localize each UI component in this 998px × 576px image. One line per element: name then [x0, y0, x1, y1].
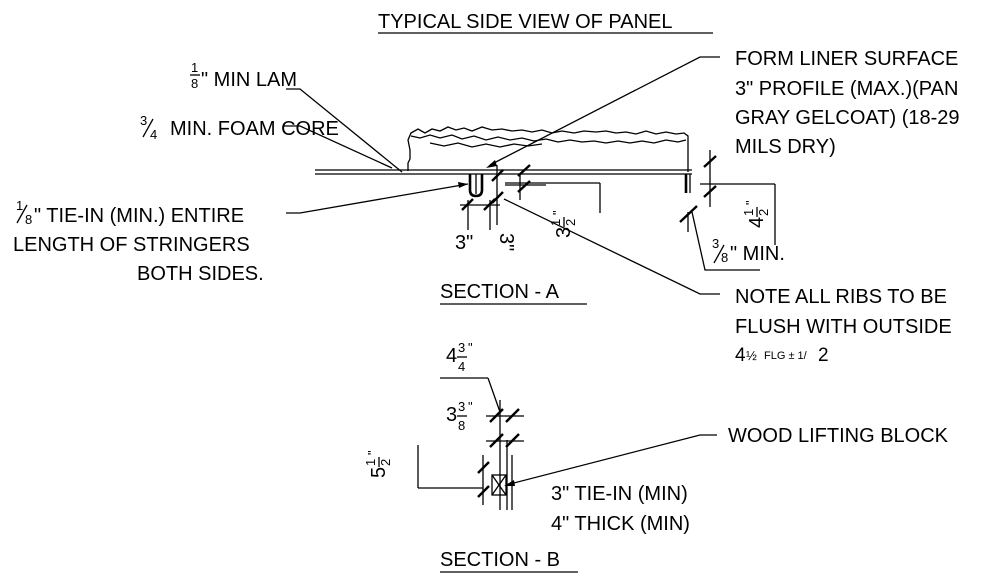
dim-3-1-2-num: 1 — [548, 219, 563, 226]
flg-end: 2 — [818, 345, 829, 366]
note-line-2: FLUSH WITH OUTSIDE — [735, 316, 952, 338]
wood-block-arrowhead — [504, 480, 515, 486]
wood-block-label: WOOD LIFTING BLOCK — [728, 425, 949, 447]
dim-5-1-2-den: 2 — [378, 459, 393, 466]
note-leader — [503, 198, 720, 295]
form-liner-leader — [489, 56, 720, 166]
dim-3-1-2-whole: 3 — [553, 227, 575, 238]
dim-3-3-8-den: 8 — [458, 418, 465, 433]
svg-text:": " — [468, 340, 473, 355]
svg-text:": " — [468, 399, 473, 414]
foam-core-fraction-den: 4 — [150, 127, 157, 142]
dim-4-3-4-den: 4 — [458, 359, 465, 374]
tie-in-line-2: LENGTH OF STRINGERS — [13, 234, 250, 256]
dim-3in-vertical: 3" — [495, 233, 517, 251]
tie-in-line-1: " TIE-IN (MIN.) ENTIRE — [34, 205, 244, 227]
dim-3-1-2-den: 2 — [563, 219, 578, 226]
dim-5-1-2-whole: 5 — [368, 467, 390, 478]
tie-in-fraction-num: 1 — [16, 198, 23, 213]
flg-whole: 4 — [735, 345, 746, 366]
dim-4-3-4-num: 3 — [458, 340, 465, 355]
min-lam-label: " MIN LAM — [201, 69, 297, 91]
min-lam-fraction-den: 8 — [191, 76, 198, 91]
dim-3in-horizontal: 3" — [455, 232, 473, 254]
svg-text:": " — [365, 450, 380, 455]
svg-text:": " — [550, 210, 565, 215]
dim-3-1-2: 3 1 2 " — [548, 210, 578, 238]
min-lam-fraction-num: 1 — [191, 60, 198, 75]
section-b-tie-in: 3" TIE-IN (MIN) — [551, 483, 688, 505]
dim-4-1-2-whole: 4 — [746, 217, 768, 228]
dim-4-1-2-den: 2 — [756, 209, 771, 216]
section-a-title: SECTION - A — [440, 281, 560, 303]
section-a-geometry — [315, 126, 692, 198]
form-liner-line-1: FORM LINER SURFACE — [735, 48, 958, 70]
dim-3-8-num: 3 — [712, 236, 719, 251]
tie-in-arrowhead — [458, 182, 468, 188]
dim-5-1-2-num: 1 — [363, 459, 378, 466]
tie-in-fraction-den: 8 — [25, 212, 32, 227]
form-liner-line-4: MILS DRY) — [735, 136, 836, 158]
section-b-geometry — [417, 377, 524, 510]
dim-5-1-2: 5 1 2 " — [363, 450, 393, 478]
foam-core-fraction-num: 3 — [140, 113, 147, 128]
dim-3-8-den: 8 — [721, 250, 728, 265]
form-liner-line-3: GRAY GELCOAT) (18-29 — [735, 107, 960, 129]
dim-4-1-2: 4 1 2 " — [741, 200, 771, 228]
tie-in-line-3: BOTH SIDES. — [137, 263, 264, 285]
dim-3-8-label: " MIN. — [730, 243, 785, 265]
form-liner-line-2: 3" PROFILE (MAX.)(PAN — [735, 78, 958, 100]
foam-core-label: MIN. FOAM CORE — [170, 118, 339, 140]
section-b-thick: 4" THICK (MIN) — [551, 513, 690, 535]
min-lam-leader — [286, 88, 403, 173]
section-b-title: SECTION - B — [440, 549, 560, 571]
tie-in-leader — [286, 183, 469, 214]
flg-label: FLG ± 1/ — [764, 350, 808, 362]
foam-core-leader — [283, 125, 393, 169]
dim-4-1-2-num: 1 — [741, 209, 756, 216]
form-liner-arrowhead — [486, 160, 497, 168]
flg-fraction: ½ — [746, 348, 757, 363]
section-a-dimensions — [460, 150, 776, 271]
dim-4-3-4-whole: 4 — [446, 345, 457, 367]
drawing-title: TYPICAL SIDE VIEW OF PANEL — [378, 11, 673, 33]
dim-3-3-8-whole: 3 — [446, 404, 457, 426]
note-line-1: NOTE ALL RIBS TO BE — [735, 286, 947, 308]
wood-block-leader — [505, 434, 717, 486]
dim-3-3-8-num: 3 — [458, 399, 465, 414]
svg-text:": " — [743, 200, 758, 205]
